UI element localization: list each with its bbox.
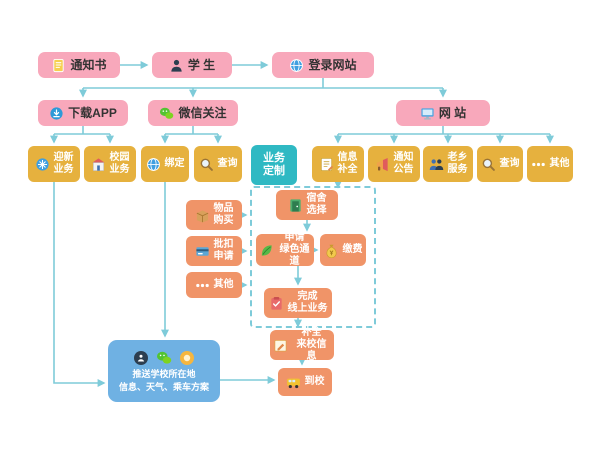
dorm-selection: 宿舍 选择: [276, 190, 338, 220]
query-wechat-label: 查询: [217, 158, 238, 169]
item-purchase: 物品 购买: [186, 200, 242, 230]
customization-group-outline: [250, 186, 376, 328]
bank-card-icon: [195, 244, 210, 259]
wechat-follow: 微信关注: [148, 100, 238, 126]
notice-announcements: 通知 公告: [368, 146, 420, 182]
other-website: 其他: [527, 146, 573, 182]
sun-icon: [179, 350, 195, 366]
finish-online-label: 完成 线上业务: [287, 291, 328, 314]
package-icon: [195, 208, 210, 223]
business-customization-label: 业务 定制: [263, 151, 285, 177]
bind: 绑定: [141, 146, 189, 182]
school-building-icon: [91, 157, 106, 172]
form-icon: [319, 157, 334, 172]
snowflake-icon: [35, 157, 50, 172]
pencil-icon: [273, 338, 288, 353]
campus-services-label: 校园 业务: [109, 152, 130, 175]
deduction-apply: 批扣 申请: [186, 236, 242, 266]
leaf-icon: [259, 243, 274, 258]
bind-label: 绑定: [164, 158, 185, 169]
student-icon: [169, 58, 184, 73]
query-wechat: 查询: [194, 146, 242, 182]
arrive-school-label: 到校: [304, 376, 325, 387]
ellipsis-icon: [531, 157, 546, 172]
website-label: 网 站: [438, 105, 467, 120]
business-customization: 业务 定制: [251, 145, 297, 185]
money-bag-icon: [324, 243, 339, 258]
student: 学 生: [152, 52, 232, 78]
login-website-label: 登录网站: [308, 57, 357, 72]
dorm-selection-label: 宿舍 选择: [306, 193, 327, 216]
website: 网 站: [396, 100, 490, 126]
wechat-icon: [159, 106, 174, 121]
megaphone-icon: [375, 157, 390, 172]
deduction-apply-label: 批扣 申请: [213, 239, 234, 262]
bus-icon: [286, 375, 301, 390]
campus-services: 校园 业务: [84, 146, 136, 182]
login-website: 登录网站: [272, 52, 374, 78]
push-info-panel: 推送学校所在地 信息、天气、乘车方案: [108, 340, 220, 402]
other-website-label: 其他: [549, 158, 570, 169]
payment: 缴费: [320, 234, 366, 266]
download-icon: [49, 106, 64, 121]
notice-letter: 通知书: [38, 52, 120, 78]
green-channel-label: 申请 绿色通道: [279, 232, 310, 267]
document-icon: [51, 58, 66, 73]
wechat-icon: [156, 350, 172, 366]
arrive-school: 到校: [278, 368, 332, 396]
info-completion-label: 信息 补全: [337, 152, 358, 175]
hometown-service-label: 老乡 服务: [447, 152, 468, 175]
people-icon: [429, 157, 444, 172]
finish-online: 完成 线上业务: [264, 288, 332, 318]
notice-letter-label: 通知书: [70, 57, 107, 72]
monitor-icon: [420, 106, 435, 121]
ellipsis-icon: [195, 278, 210, 293]
globe-icon: [289, 58, 304, 73]
download-app: 下载APP: [38, 100, 128, 126]
search-icon: [199, 157, 214, 172]
query-website: 查询: [477, 146, 523, 182]
info-completion: 信息 补全: [312, 146, 364, 182]
hometown-service: 老乡 服务: [423, 146, 473, 182]
other-custom: 其他: [186, 272, 242, 298]
arrival-info: 补全 来校信息: [270, 327, 334, 362]
student-label: 学 生: [187, 57, 216, 72]
welcome-services: 迎新 业务: [28, 146, 80, 182]
query-website-label: 查询: [499, 158, 520, 169]
payment-label: 缴费: [342, 244, 363, 255]
green-channel: 申请 绿色通道: [256, 232, 314, 267]
checklist-icon: [269, 296, 284, 311]
download-app-label: 下载APP: [68, 105, 117, 120]
wechat-follow-label: 微信关注: [178, 105, 227, 120]
door-icon: [288, 198, 303, 213]
push-panel-line-2: 信息、天气、乘车方案: [118, 381, 209, 392]
app-icon: [133, 350, 149, 366]
push-panel-line-1: 推送学校所在地: [132, 368, 196, 379]
arrival-info-label: 补全 来校信息: [296, 327, 327, 362]
other-custom-label: 其他: [213, 279, 234, 290]
globe-icon: [146, 157, 161, 172]
welcome-services-label: 迎新 业务: [53, 152, 74, 175]
item-purchase-label: 物品 购买: [213, 203, 234, 226]
search-icon: [481, 157, 496, 172]
push-panel-icons: [133, 350, 195, 366]
notice-announcements-label: 通知 公告: [393, 152, 414, 175]
